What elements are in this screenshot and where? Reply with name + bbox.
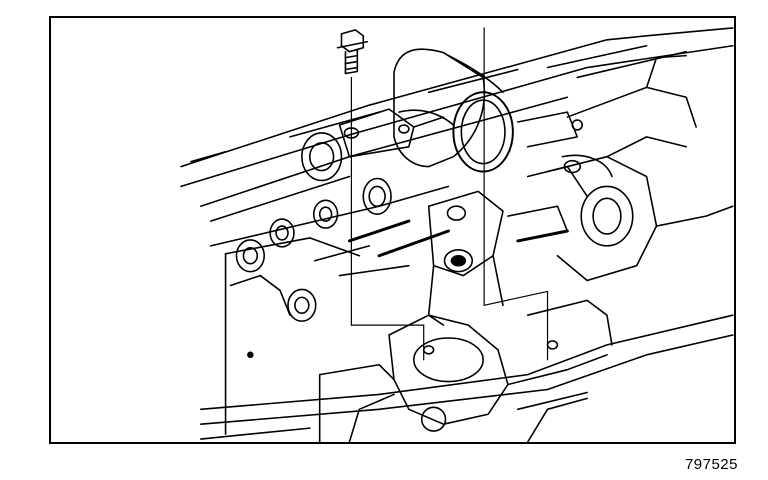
engine-block [180, 27, 734, 440]
diagram-frame [49, 16, 736, 444]
front-cover [318, 299, 613, 442]
bolt [336, 29, 369, 75]
water-pump-area [427, 111, 613, 326]
water-outlet-housing [338, 48, 514, 173]
engine-illustration [180, 27, 734, 442]
figure-id-label: 797525 [684, 456, 738, 473]
alignment-lines [350, 27, 549, 361]
accessory-bracket [546, 54, 734, 282]
